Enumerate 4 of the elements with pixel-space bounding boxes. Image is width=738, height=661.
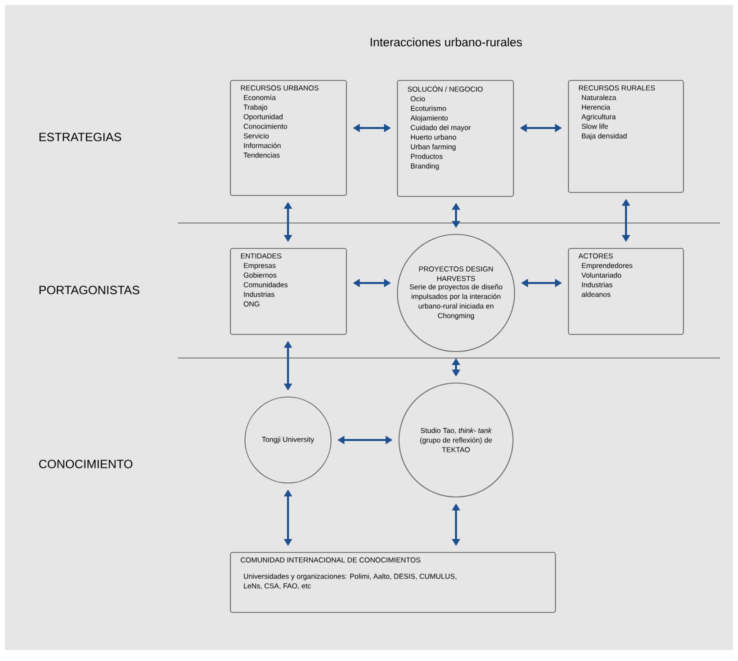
row-label: CONOCIMIENTO	[39, 460, 132, 468]
row-label: ESTRATEGIAS	[40, 132, 122, 142]
title: Interacciones urbano-rurales	[370, 38, 522, 46]
row-label: PORTAGONISTAS	[40, 286, 140, 294]
